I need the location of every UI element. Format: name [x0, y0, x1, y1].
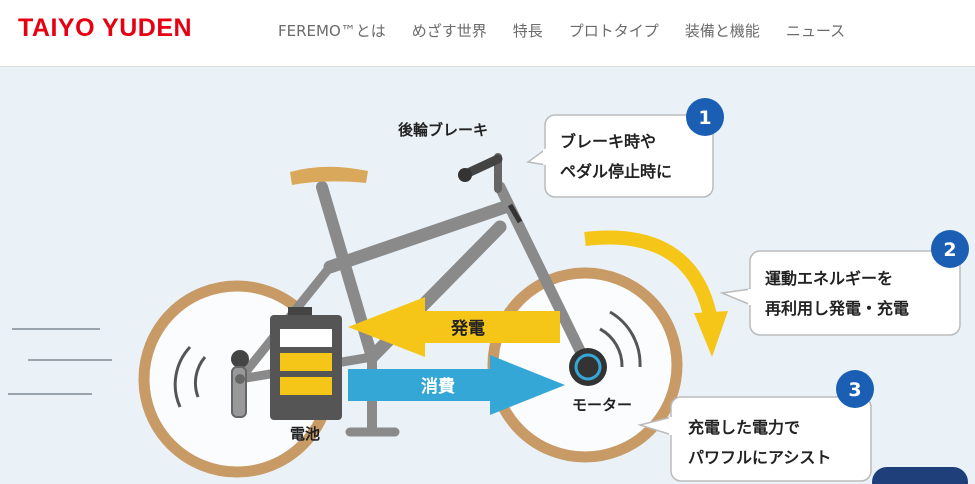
nav-item-feremo[interactable]: FEREMO™とは — [278, 22, 386, 40]
generate-arrow: 発電 — [348, 297, 560, 357]
generate-arrow-label: 発電 — [450, 318, 485, 339]
saddle-icon — [290, 166, 368, 185]
hero-diagram: 電池 発電 消費 モーター 後輪ブレーキ ブレーキ時や — [0, 67, 975, 484]
main-nav: FEREMO™とは めざす世界 特長 プロトタイプ 装備と機能 ニュース — [278, 20, 845, 41]
floating-button[interactable] — [872, 467, 968, 484]
callout-2-line1: 運動エネルギーを — [765, 269, 893, 288]
callout-2-number: 2 — [943, 239, 956, 261]
site-header: TAIYO YUDEN FEREMO™とは めざす世界 特長 プロトタイプ 装備… — [0, 0, 975, 67]
callout-2: 運動エネルギーを 再利用し発電・充電 2 — [719, 230, 969, 336]
bicycle-diagram: 電池 発電 消費 モーター 後輪ブレーキ ブレーキ時や — [8, 98, 969, 484]
callout-3: 充電した電力で パワフルにアシスト 3 — [637, 370, 874, 482]
consume-arrow-label: 消費 — [421, 376, 455, 397]
nav-item-vision[interactable]: めざす世界 — [411, 22, 487, 40]
hub-motor-icon — [569, 348, 607, 386]
callout-3-line2: パワフルにアシスト — [688, 448, 831, 467]
consume-arrow: 消費 — [348, 355, 565, 415]
callout-1: ブレーキ時や ペダル停止時に 1 — [526, 98, 724, 198]
rotation-arrow-icon — [584, 230, 728, 357]
callout-2-line2: 再利用し発電・充電 — [765, 299, 909, 318]
callout-1-line1: ブレーキ時や — [560, 132, 656, 151]
callout-1-line2: ペダル停止時に — [560, 162, 672, 181]
nav-item-features[interactable]: 特長 — [512, 22, 543, 40]
rear-brake-label: 後輪ブレーキ — [397, 121, 488, 139]
nav-item-news[interactable]: ニュース — [785, 22, 846, 40]
callout-3-number: 3 — [848, 379, 861, 401]
rear-derailleur-icon — [231, 350, 249, 418]
callout-1-number: 1 — [698, 107, 711, 129]
callout-3-line1: 充電した電力で — [688, 418, 800, 437]
nav-item-equipment[interactable]: 装備と機能 — [684, 22, 760, 40]
battery-label: 電池 — [290, 425, 320, 443]
battery-icon — [270, 307, 342, 420]
taiyo-yuden-logo[interactable]: TAIYO YUDEN — [18, 14, 193, 42]
motor-label: モーター — [572, 396, 632, 414]
speed-lines-icon — [8, 328, 112, 395]
nav-item-prototype[interactable]: プロトタイプ — [568, 22, 659, 40]
handlebar-icon — [458, 153, 523, 224]
